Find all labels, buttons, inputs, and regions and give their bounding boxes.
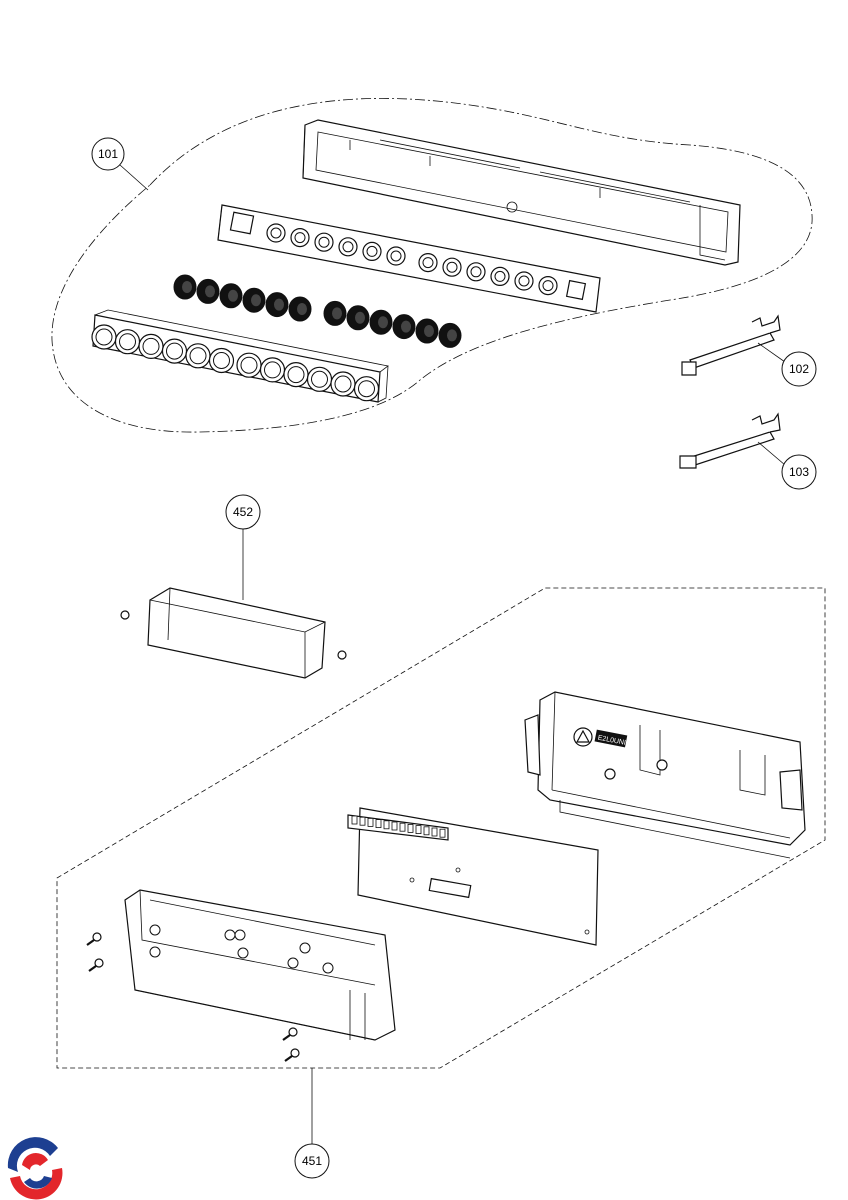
knob-bezel-inner bbox=[311, 370, 328, 388]
callout-451-label: 451 bbox=[302, 1154, 322, 1168]
knob-front-panel bbox=[91, 309, 389, 403]
knob-ring-hole bbox=[424, 325, 434, 337]
callout-452: 452 bbox=[225, 494, 261, 600]
connector-pin bbox=[391, 821, 398, 831]
screw-head bbox=[290, 1048, 300, 1058]
potentiometer-shaft bbox=[366, 245, 378, 257]
screw-head bbox=[92, 932, 102, 942]
front-housing bbox=[124, 889, 396, 1041]
potentiometer-shaft bbox=[390, 250, 402, 262]
bracket-102 bbox=[681, 314, 781, 376]
housing-boss bbox=[237, 947, 249, 959]
connector-pin bbox=[423, 826, 430, 836]
group-101-boundary bbox=[51, 97, 813, 433]
knob-bezel-inner bbox=[119, 333, 136, 351]
connector-pin bbox=[407, 824, 414, 833]
connector-pin bbox=[359, 816, 366, 826]
potentiometer-shaft bbox=[518, 275, 530, 287]
screw-shank bbox=[88, 965, 97, 972]
callout-103: 103 bbox=[757, 441, 817, 490]
connector-pin bbox=[375, 819, 382, 828]
knob-ring-hole bbox=[228, 289, 238, 302]
knob-ring-hole bbox=[297, 303, 307, 315]
knob-bezel-inner bbox=[334, 375, 352, 393]
housing-boss bbox=[149, 946, 161, 958]
knob-bezel-inner bbox=[166, 342, 183, 360]
knob-bezel-inner bbox=[240, 356, 258, 374]
connector-pin bbox=[431, 827, 438, 837]
knob-ring-hole bbox=[401, 320, 411, 333]
bracket-103 bbox=[679, 412, 781, 469]
group-451-boundary bbox=[56, 587, 826, 1069]
knob-ring-hole bbox=[332, 307, 342, 320]
housing-boss bbox=[322, 962, 334, 974]
knob-ring-hole bbox=[378, 316, 388, 329]
callout-103-label: 103 bbox=[789, 465, 809, 479]
potentiometer-shaft bbox=[470, 266, 482, 278]
potentiometer-shaft bbox=[294, 232, 306, 244]
display-frame-rail bbox=[302, 119, 741, 266]
connector-pin bbox=[439, 828, 446, 838]
screw-head bbox=[94, 958, 104, 968]
brand-logo-icon bbox=[7, 1137, 63, 1200]
knob-ring-hole bbox=[251, 294, 261, 307]
cover-box-452 bbox=[120, 587, 347, 679]
potentiometer-shaft bbox=[342, 241, 354, 253]
screw-shank bbox=[86, 939, 95, 946]
pcb-potentiometers bbox=[266, 223, 558, 296]
callout-102-label: 102 bbox=[789, 362, 809, 376]
knob-ring-set bbox=[173, 274, 462, 348]
housing-boss bbox=[224, 929, 236, 941]
screw-set bbox=[86, 932, 300, 1062]
knob-bezel-inner bbox=[95, 328, 113, 346]
housing-bosses bbox=[149, 924, 334, 974]
connector-pin bbox=[415, 825, 422, 834]
knob-bezel-inner bbox=[189, 347, 207, 365]
callout-451: 451 bbox=[294, 1068, 330, 1179]
connector-pin bbox=[383, 820, 390, 830]
housing-boss bbox=[299, 942, 311, 954]
knob-ring-hole bbox=[447, 329, 457, 342]
knob-bezel-inner bbox=[213, 352, 230, 369]
connector-pin bbox=[351, 815, 358, 825]
housing-boss bbox=[149, 924, 161, 936]
screw-head bbox=[288, 1027, 298, 1037]
control-pcb-board bbox=[217, 204, 601, 313]
knob-bezel-inner bbox=[287, 366, 305, 384]
knob-bezel-inner bbox=[358, 380, 375, 398]
potentiometer-shaft bbox=[494, 270, 506, 282]
housing-boss bbox=[287, 957, 299, 969]
potentiometer-shaft bbox=[446, 261, 458, 273]
knob-ring-hole bbox=[274, 298, 284, 311]
knob-ring-hole bbox=[182, 281, 192, 293]
callout-452-label: 452 bbox=[233, 505, 253, 519]
connector-pin bbox=[367, 818, 374, 827]
callout-101: 101 bbox=[91, 137, 149, 191]
main-pcb-board bbox=[347, 807, 599, 946]
knob-ring-hole bbox=[355, 311, 365, 324]
callout-101-label: 101 bbox=[98, 147, 118, 161]
pcb-connector-pins bbox=[351, 815, 446, 838]
callout-102: 102 bbox=[757, 342, 817, 387]
housing-boss bbox=[234, 929, 246, 941]
screw-shank bbox=[284, 1055, 293, 1062]
knob-bezel-inner bbox=[142, 337, 160, 355]
knob-ring-hole bbox=[205, 285, 215, 298]
potentiometer-shaft bbox=[422, 257, 434, 269]
screw-shank bbox=[282, 1034, 291, 1041]
knob-bezels bbox=[91, 324, 380, 402]
knob-bezel-inner bbox=[264, 361, 281, 379]
potentiometer-shaft bbox=[542, 280, 554, 292]
connector-pin bbox=[399, 822, 406, 832]
warning-triangle-icon bbox=[573, 727, 593, 747]
rear-housing: E2L0UNI bbox=[524, 691, 806, 859]
potentiometer-shaft bbox=[270, 227, 282, 239]
potentiometer-shaft bbox=[318, 236, 330, 248]
